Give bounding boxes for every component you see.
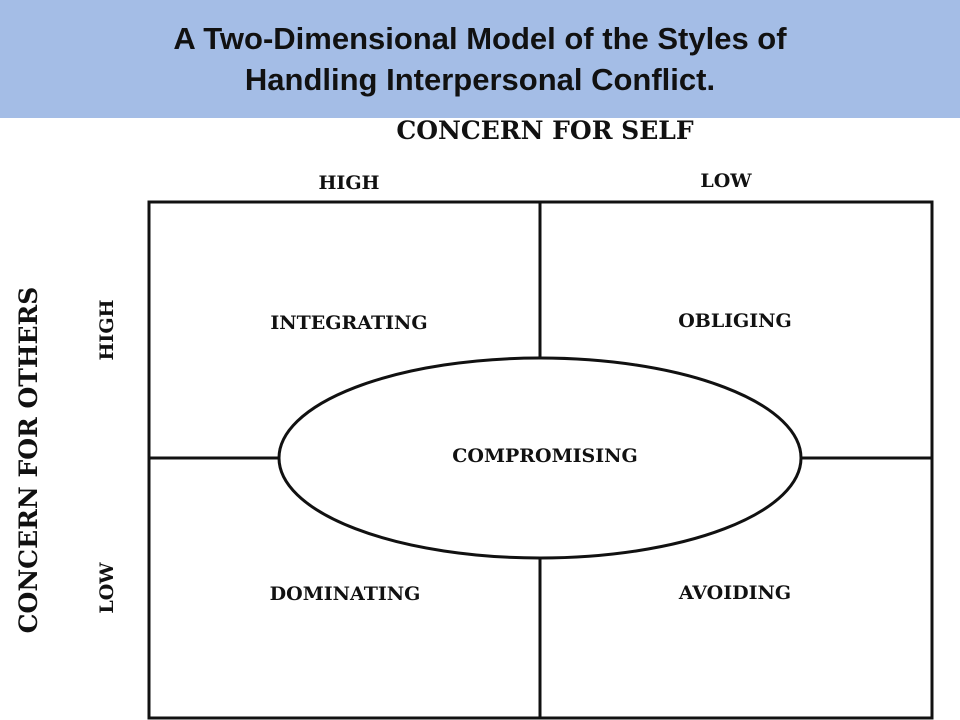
integrating-label: INTEGRATING	[270, 312, 427, 334]
self-low-label: LOW	[700, 170, 752, 192]
avoiding-label: AVOIDING	[678, 582, 791, 604]
compromising-label: COMPROMISING	[452, 445, 637, 467]
obliging-label: OBLIGING	[678, 310, 792, 332]
compromising-ellipse	[277, 356, 803, 560]
concern-for-others-label: CONCERN FOR OTHERS	[14, 287, 43, 634]
concern-for-self-label: CONCERN FOR SELF	[396, 116, 694, 145]
others-high-label: HIGH	[96, 299, 118, 360]
self-high-label: HIGH	[318, 172, 379, 194]
title-banner: A Two-Dimensional Model of the Styles of…	[0, 0, 960, 118]
others-low-label: LOW	[96, 562, 118, 614]
title-line-1: A Two-Dimensional Model of the Styles of	[173, 21, 787, 56]
dominating-label: DOMINATING	[270, 583, 421, 605]
title-line-2: Handling Interpersonal Conflict.	[244, 62, 716, 97]
